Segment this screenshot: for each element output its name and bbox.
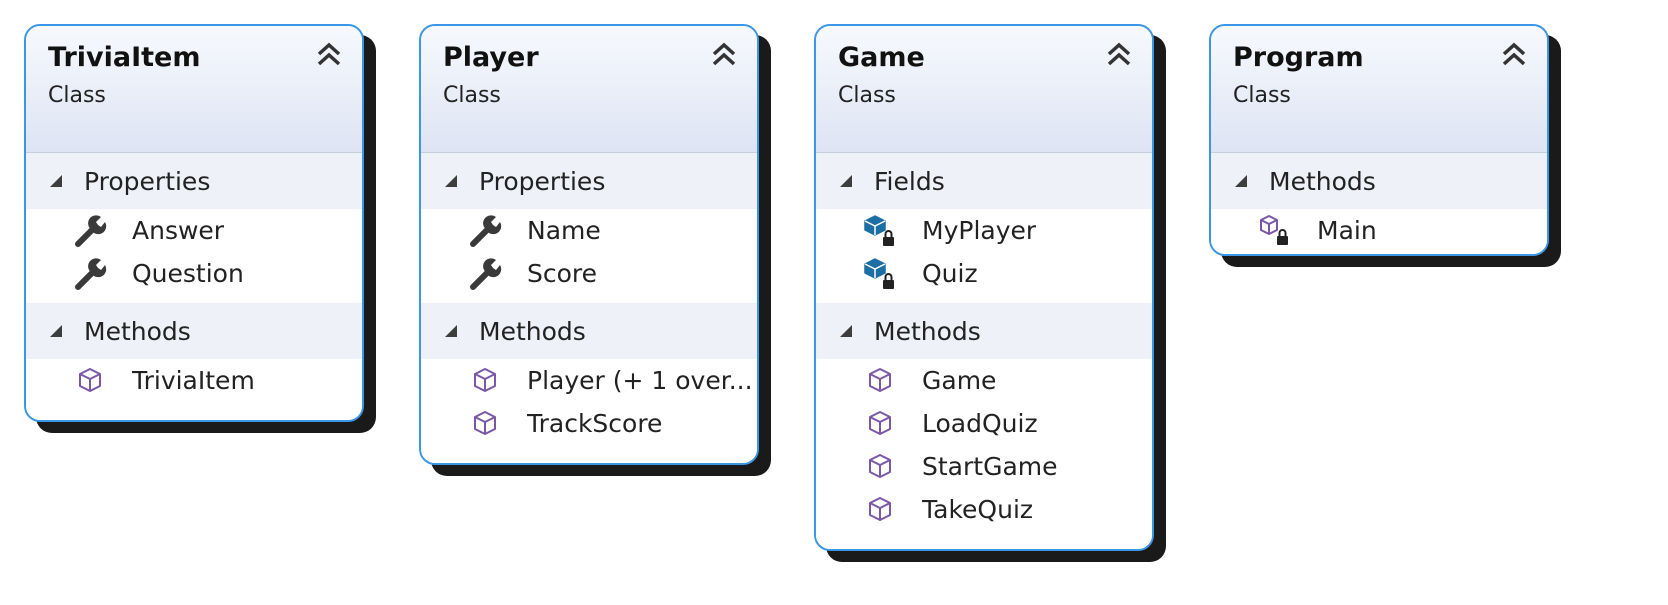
section-label: Methods [479,316,586,346]
collapse-chevrons-icon[interactable] [709,40,739,68]
member-row-takequiz[interactable]: TakeQuiz [816,488,1152,531]
member-label: LoadQuiz [922,409,1038,438]
collapse-chevrons-icon[interactable] [1104,40,1134,68]
section-label: Properties [84,166,211,196]
member-row-name[interactable]: Name [421,209,757,252]
member-label: StartGame [922,452,1058,481]
section-methods[interactable]: Methods [1211,153,1547,209]
section-toggle-icon[interactable] [445,175,457,187]
section-properties[interactable]: Properties [26,153,362,209]
member-row-answer[interactable]: Answer [26,209,362,252]
member-label: Score [527,259,598,288]
member-label: Main [1317,216,1377,245]
member-label: Question [132,259,244,288]
section-methods[interactable]: Methods [421,303,757,359]
class-kind: Class [838,83,896,108]
member-row-score[interactable]: Score [421,252,757,295]
member-label: TakeQuiz [922,495,1034,524]
wrench-icon [467,213,503,249]
section-toggle-icon[interactable] [445,325,457,337]
section-toggle-icon[interactable] [1235,175,1247,187]
method-cube-icon [467,406,503,442]
class-box-triviaitem: TriviaItem Class Properties Answer Quest… [24,24,364,422]
section-label: Methods [84,316,191,346]
class-header: Player Class [421,26,757,153]
member-row-startgame[interactable]: StartGame [816,445,1152,488]
class-box-player: Player Class Properties Name Score Metho… [419,24,759,465]
section-label: Methods [1269,166,1376,196]
collapse-chevrons-icon[interactable] [314,40,344,68]
member-label: Quiz [922,259,978,288]
member-row-trackscore[interactable]: TrackScore [421,402,757,445]
section-methods[interactable]: Methods [26,303,362,359]
class-name: TriviaItem [48,42,201,73]
method-cube-icon [862,492,898,528]
member-label: Player (+ 1 over... [527,366,753,395]
class-box-game: Game Class Fields MyPlayer Quiz Methods … [814,24,1154,551]
member-row-player-ctor[interactable]: Player (+ 1 over... [421,359,757,402]
section-methods[interactable]: Methods [816,303,1152,359]
class-name: Program [1233,42,1364,73]
private-field-icon [862,213,898,249]
class-box-program: Program Class Methods Main [1209,24,1549,256]
section-toggle-icon[interactable] [840,325,852,337]
method-cube-icon [862,406,898,442]
section-toggle-icon[interactable] [840,175,852,187]
member-label: Answer [132,216,225,245]
section-properties[interactable]: Properties [421,153,757,209]
member-label: TrackScore [527,409,663,438]
class-name: Game [838,42,925,73]
section-label: Methods [874,316,981,346]
member-row-triviaitem[interactable]: TriviaItem [26,359,362,402]
private-method-icon [1257,213,1293,249]
wrench-icon [467,256,503,292]
section-fields[interactable]: Fields [816,153,1152,209]
member-label: TriviaItem [132,366,255,395]
member-row-main[interactable]: Main [1211,209,1547,252]
collapse-chevrons-icon[interactable] [1499,40,1529,68]
class-header: TriviaItem Class [26,26,362,153]
method-cube-icon [862,363,898,399]
wrench-icon [72,256,108,292]
member-row-myplayer[interactable]: MyPlayer [816,209,1152,252]
member-row-loadquiz[interactable]: LoadQuiz [816,402,1152,445]
private-field-icon [862,256,898,292]
method-cube-icon [862,449,898,485]
class-header: Game Class [816,26,1152,153]
member-row-question[interactable]: Question [26,252,362,295]
member-label: MyPlayer [922,216,1037,245]
section-toggle-icon[interactable] [50,175,62,187]
member-label: Name [527,216,601,245]
member-row-quiz[interactable]: Quiz [816,252,1152,295]
class-header: Program Class [1211,26,1547,153]
section-toggle-icon[interactable] [50,325,62,337]
class-kind: Class [443,83,501,108]
wrench-icon [72,213,108,249]
class-kind: Class [1233,83,1291,108]
class-kind: Class [48,83,106,108]
member-row-game-ctor[interactable]: Game [816,359,1152,402]
section-label: Fields [874,166,945,196]
section-label: Properties [479,166,606,196]
method-cube-icon [467,363,503,399]
class-name: Player [443,42,539,73]
method-cube-icon [72,363,108,399]
member-label: Game [922,366,997,395]
